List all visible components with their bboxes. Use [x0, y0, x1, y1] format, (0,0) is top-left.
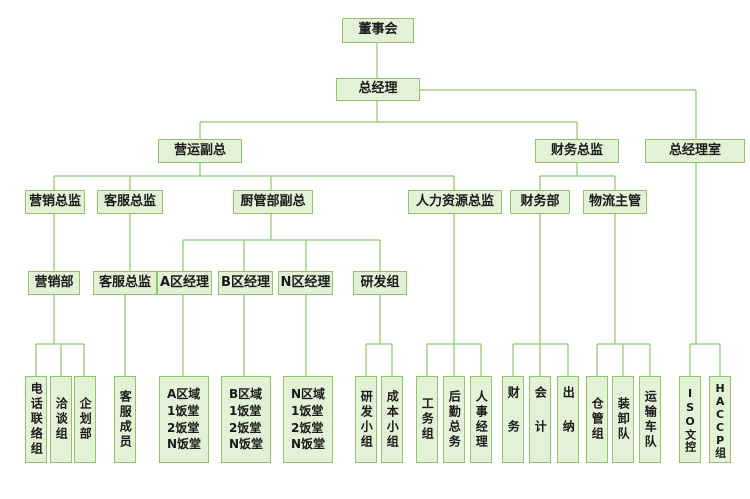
works-node: 工务组: [416, 376, 438, 463]
area-a-halls-node: A区域 1饭堂 2饭堂 N饭堂: [159, 376, 209, 463]
planning-label: 企划部: [78, 397, 93, 442]
loading-label: 装卸队: [616, 397, 631, 442]
area-b-manager-node: B区经理: [218, 271, 273, 295]
rnd-team-label: 研发小组: [359, 389, 374, 450]
transport-node: 运输车队: [639, 376, 661, 463]
operations-vp-node: 营运副总: [158, 139, 242, 163]
iso-label: ISO文控: [683, 386, 697, 453]
area-b-halls-node: B区域 1饭堂 2饭堂 N饭堂: [221, 376, 271, 463]
haccp-label: HACCP组: [713, 381, 727, 458]
board-node: 董事会: [342, 18, 414, 43]
warehouse-label: 仓管组: [590, 397, 605, 442]
finance-director-node: 财务总监: [535, 139, 619, 163]
planning-node: 企划部: [74, 376, 96, 463]
logistics-manager-node: 物流主管: [583, 190, 647, 214]
logistics-affairs-node: 后勤总务: [443, 376, 465, 463]
cost-team-label: 成本小组: [385, 389, 400, 450]
works-label: 工务组: [420, 397, 435, 442]
area-b-halls-label: B区域 1饭堂 2饭堂 N饭堂: [228, 387, 264, 452]
phone-liaison-label: 电话联络组: [29, 382, 44, 457]
area-a-manager-node: A区经理: [157, 271, 212, 295]
logistics-affairs-label: 后勤总务: [447, 389, 462, 450]
cost-team-node: 成本小组: [381, 376, 403, 463]
haccp-node: HACCP组: [709, 376, 731, 463]
hr-director-node: 人力资源总监: [408, 190, 502, 214]
cs-director-node: 客服总监: [97, 190, 163, 214]
loading-node: 装卸队: [612, 376, 634, 463]
kitchen-vp-node: 厨管部副总: [233, 190, 313, 214]
accounting-label: 会计: [533, 385, 548, 454]
cs-staff-label: 客服成员: [118, 389, 133, 450]
hr-manager-node: 人事经理: [470, 376, 492, 463]
hr-manager-label: 人事经理: [474, 389, 489, 450]
cs-supervisor-node: 客服总监: [93, 271, 157, 295]
rnd-team-node: 研发小组: [355, 376, 377, 463]
rnd-group-node: 研发组: [353, 271, 407, 295]
accounting-node: 会计: [529, 376, 551, 463]
cashier-label: 出纳: [561, 385, 576, 454]
area-a-halls-label: A区域 1饭堂 2饭堂 N饭堂: [166, 387, 202, 452]
sales-director-node: 营销总监: [25, 190, 85, 214]
area-n-halls-label: N区域 1饭堂 2饭堂 N饭堂: [290, 387, 326, 452]
negotiation-label: 洽谈组: [54, 397, 69, 442]
general-manager-node: 总经理: [336, 78, 420, 101]
phone-liaison-node: 电话联络组: [25, 376, 47, 463]
warehouse-node: 仓管组: [586, 376, 608, 463]
area-n-halls-node: N区域 1饭堂 2饭堂 N饭堂: [283, 376, 333, 463]
sales-dept-node: 营销部: [28, 271, 80, 295]
negotiation-node: 洽谈组: [50, 376, 72, 463]
finance-node: 财务: [502, 376, 524, 463]
cs-staff-node: 客服成员: [114, 376, 136, 463]
cashier-node: 出纳: [557, 376, 579, 463]
iso-node: ISO文控: [679, 376, 701, 463]
area-n-manager-node: N区经理: [278, 271, 333, 295]
finance-label: 财务: [506, 385, 521, 454]
transport-label: 运输车队: [643, 389, 658, 450]
finance-dept-node: 财务部: [510, 190, 570, 214]
gm-office-node: 总经理室: [645, 139, 745, 163]
